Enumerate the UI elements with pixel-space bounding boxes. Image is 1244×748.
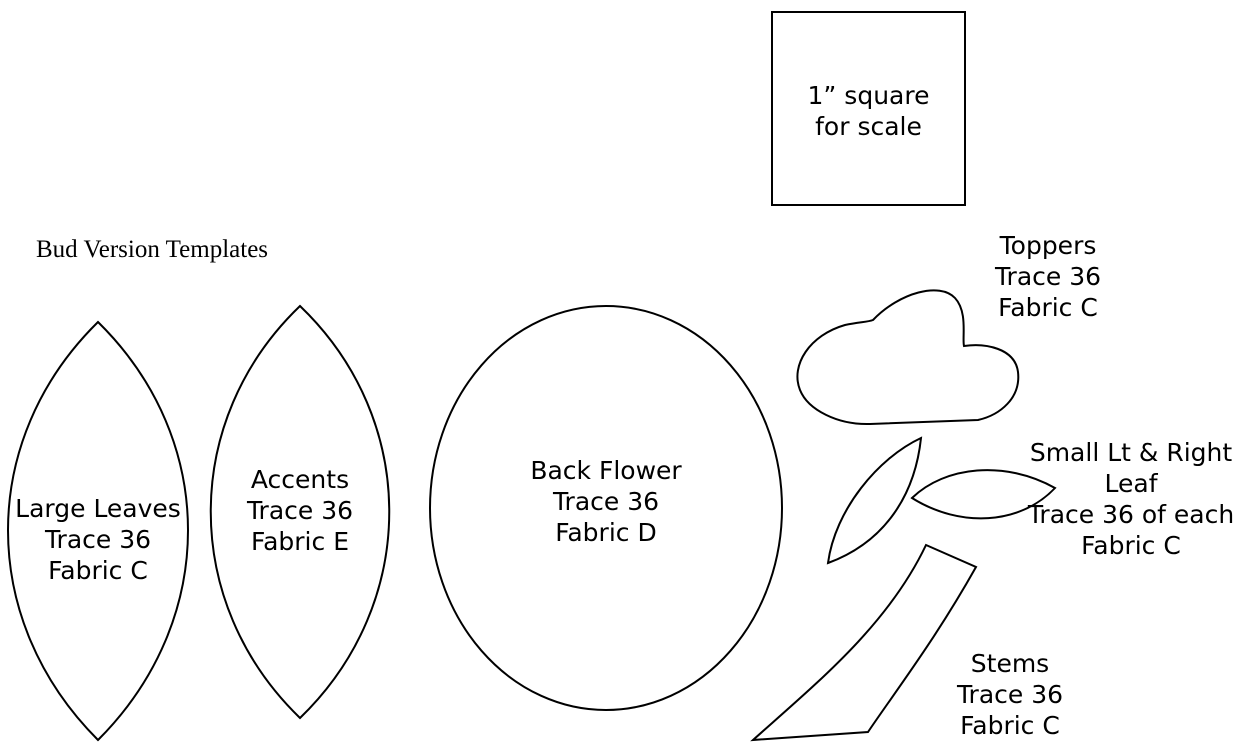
small-leaf-label: Small Lt & Right Leaf Trace 36 of each F… (1027, 438, 1235, 560)
large-leaf-shape (7, 320, 189, 742)
page-title: Bud Version Templates (36, 236, 269, 263)
scale-square-label: 1” square for scale (807, 81, 930, 141)
toppers-label: Toppers Trace 36 Fabric C (994, 231, 1102, 322)
accent-shape (209, 304, 391, 720)
topper-shape (796, 289, 1020, 426)
back-flower-label: Back Flower Trace 36 Fabric D (530, 456, 682, 547)
small-left-leaf-shape (826, 436, 923, 565)
accents-label: Accents Trace 36 Fabric E (246, 465, 354, 556)
stems-label: Stems Trace 36 Fabric C (956, 649, 1064, 740)
back-flower-shape (429, 305, 783, 711)
small-right-leaf-shape (910, 469, 1057, 520)
large-leaves-label: Large Leaves Trace 36 Fabric C (15, 494, 181, 585)
scale-square (771, 11, 966, 206)
stem-shape (750, 543, 978, 742)
